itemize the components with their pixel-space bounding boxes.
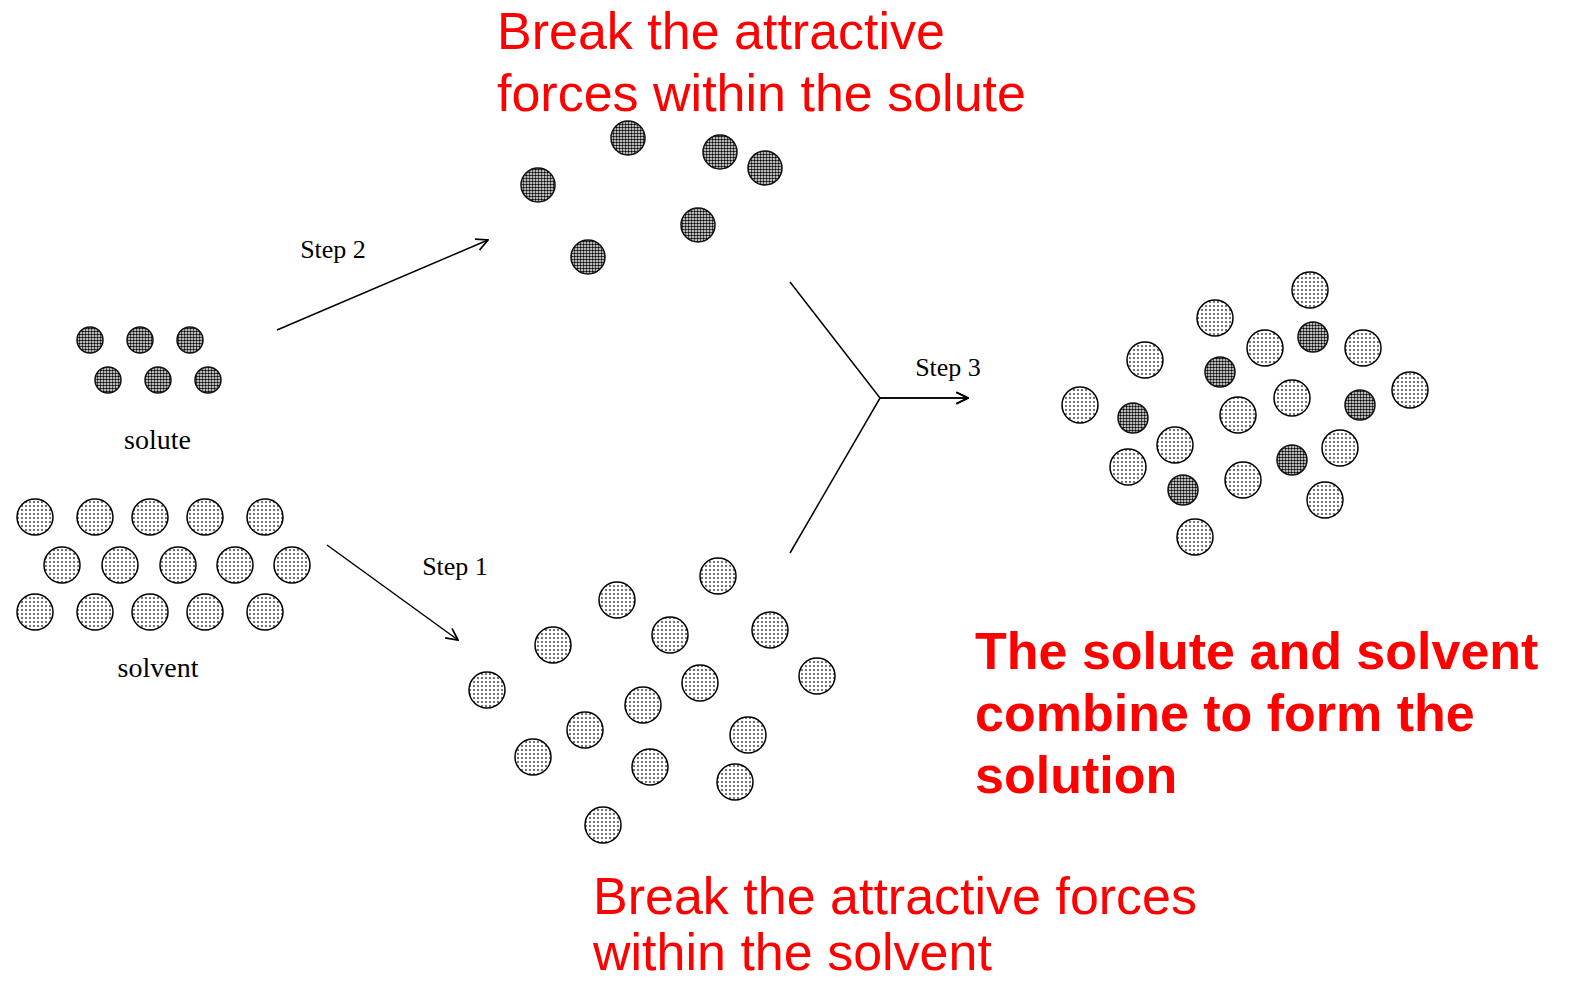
solvent-particle: [1197, 300, 1233, 336]
solute-particle: [177, 327, 203, 353]
solvent-particle: [132, 594, 168, 630]
solvent-particle: [632, 749, 668, 785]
solvent-particle: [187, 594, 223, 630]
particle-group: The solute and solvent combine to form t…: [970, 265, 1570, 825]
particle-group: Break the attractive forces within the s…: [490, 0, 1061, 280]
solvent-particle: [567, 712, 603, 748]
solvent-cluster: [17, 499, 310, 630]
solute-particle: [681, 208, 715, 242]
solvent-particle: [730, 717, 766, 753]
particle-group: solute: [60, 318, 275, 461]
solute-particle: [1118, 403, 1148, 433]
solvent-particle: [625, 687, 661, 723]
solvent-particle: [700, 558, 736, 594]
solute-particle: [748, 151, 782, 185]
solvent-particle: [1392, 372, 1428, 408]
solute-particle: [703, 135, 737, 169]
solvent-particle: [799, 658, 835, 694]
solvent-particle: [717, 764, 753, 800]
solute-particle: [571, 240, 605, 274]
solvent-particle: [247, 594, 283, 630]
separated-solute: [521, 121, 782, 274]
solvent-particle: [1127, 342, 1163, 378]
solvent-particle: [1220, 397, 1256, 433]
solvent-particle: [599, 582, 635, 618]
solvent-particle: [682, 665, 718, 701]
solvent-particle: [1345, 330, 1381, 366]
solute-particle: [1205, 357, 1235, 387]
step-label: Step 2: [296, 235, 370, 265]
step-description: Break the attractive forces within the s…: [497, 0, 1057, 124]
solute-particle: [195, 367, 221, 393]
solute-particle: [1277, 445, 1307, 475]
solvent-particle: [17, 499, 53, 535]
solvent-particle: [1177, 519, 1213, 555]
solute-particle: [77, 327, 103, 353]
step-label: Step 3: [911, 353, 985, 383]
solvent-particle: [1225, 462, 1261, 498]
solvent-particle: [102, 547, 138, 583]
solvent-particle: [187, 499, 223, 535]
solvent-particle: [247, 499, 283, 535]
solution-mixture: [1062, 272, 1428, 555]
solvent-particle: [585, 807, 621, 843]
solute-cluster: [77, 327, 221, 393]
separated-solvent: [469, 558, 835, 843]
solute-particle: [145, 367, 171, 393]
solvent-particle: [160, 547, 196, 583]
solvent-particle: [469, 672, 505, 708]
group-label: solute: [60, 423, 255, 457]
solute-particle: [1298, 322, 1328, 352]
solvent-particle: [77, 499, 113, 535]
step-description: The solute and solvent combine to form t…: [975, 620, 1565, 806]
solvent-particle: [274, 547, 310, 583]
solute-particle: [1345, 390, 1375, 420]
solvent-particle: [1307, 482, 1343, 518]
solvent-particle: [1062, 387, 1098, 423]
solvent-particle: [17, 594, 53, 630]
group-label: solvent: [10, 651, 306, 685]
solute-particle: [611, 121, 645, 155]
solvent-particle: [1322, 430, 1358, 466]
solvent-particle: [1274, 380, 1310, 416]
process-arrow: [790, 398, 968, 553]
solvent-particle: [1110, 449, 1146, 485]
solvent-particle: [77, 594, 113, 630]
solute-particle: [1168, 475, 1198, 505]
solvent-particle: [1292, 272, 1328, 308]
solute-particle: [95, 367, 121, 393]
solvent-particle: [535, 627, 571, 663]
solvent-particle: [1157, 427, 1193, 463]
solvent-particle: [217, 547, 253, 583]
step-description: Break the attractive forces within the s…: [593, 868, 1243, 980]
step-label: Step 1: [418, 552, 492, 582]
solvent-particle: [652, 617, 688, 653]
solvent-particle: [752, 612, 788, 648]
solute-particle: [521, 168, 555, 202]
particle-group: solvent: [10, 495, 325, 690]
solvent-particle: [1247, 330, 1283, 366]
solute-particle: [127, 327, 153, 353]
solvent-particle: [515, 739, 551, 775]
solvent-particle: [132, 499, 168, 535]
solvent-particle: [44, 547, 80, 583]
